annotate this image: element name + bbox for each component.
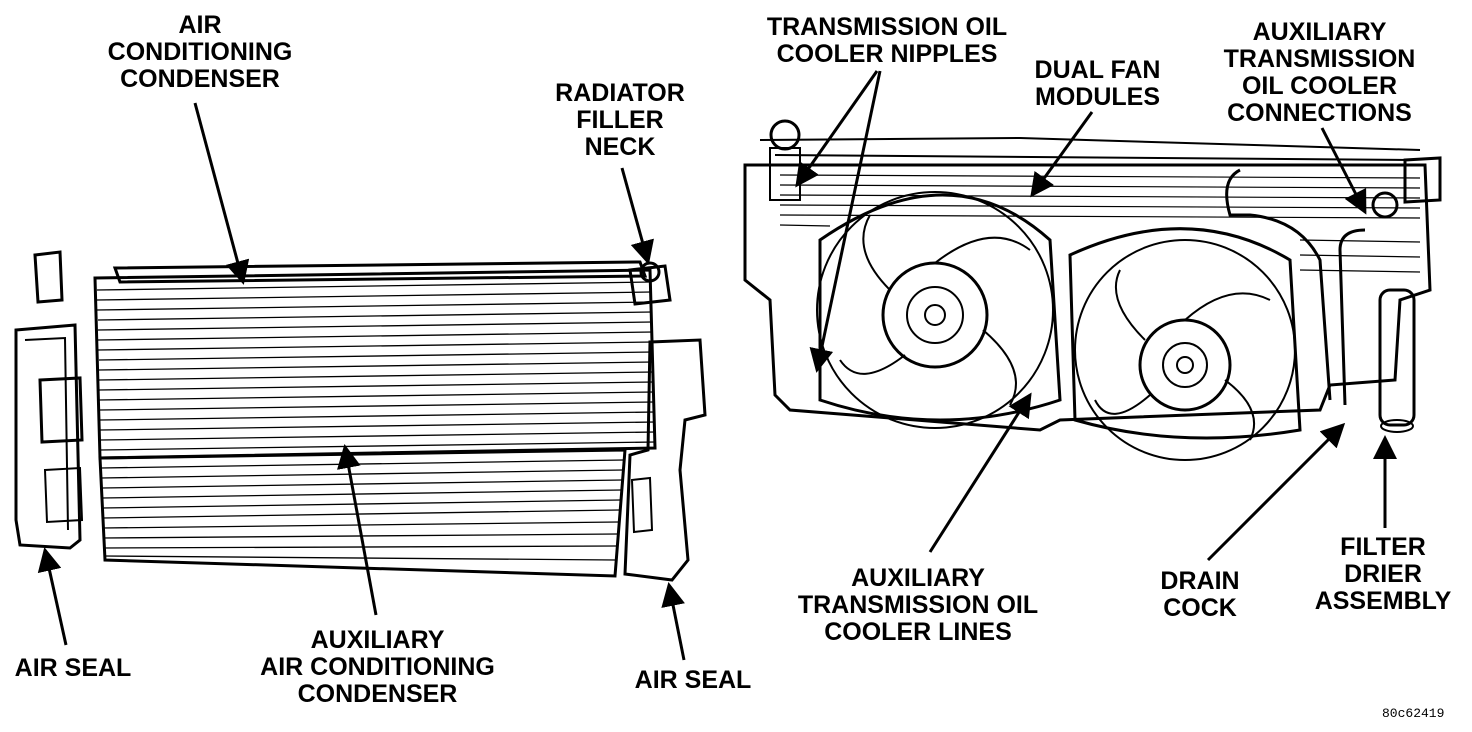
left-air-seal bbox=[14, 323, 82, 550]
condenser-fins bbox=[96, 281, 656, 561]
leader-arrows bbox=[37, 70, 1397, 661]
oil-cooler-lines bbox=[1225, 168, 1332, 401]
right-fan-hub bbox=[1138, 318, 1232, 412]
arrow-dual-fan bbox=[1030, 111, 1094, 198]
radiator-body bbox=[743, 163, 1432, 432]
left-fan-shroud bbox=[818, 193, 1062, 422]
arrow-drain-cock bbox=[1206, 422, 1346, 562]
radiator-cap bbox=[769, 119, 801, 151]
arrow-aux-ac-condenser bbox=[337, 444, 378, 616]
radiator-fan-assembly bbox=[743, 119, 1442, 461]
label-air-seal-right: AIR SEAL bbox=[634, 666, 752, 694]
left-fan-hub bbox=[881, 261, 989, 369]
arrow-oil-cooler-lines bbox=[928, 392, 1032, 553]
right-fan-shroud bbox=[1068, 227, 1302, 440]
right-air-seal bbox=[623, 338, 707, 582]
arrow-filler-neck bbox=[620, 167, 654, 265]
label-filter-drier-assembly: FILTER DRIER ASSEMBLY bbox=[1314, 533, 1452, 615]
label-ac-condenser: AIR CONDITIONING CONDENSER bbox=[107, 11, 293, 93]
label-aux-ac-condenser: AUXILIARY AIR CONDITIONING CONDENSER bbox=[260, 626, 495, 708]
filter-drier bbox=[1378, 288, 1416, 427]
label-aux-trans-oil-cooler-connections: AUXILIARY TRANSMISSION OIL COOLER CONNEC… bbox=[1223, 18, 1416, 127]
arrow-nipple-lower bbox=[809, 70, 882, 373]
label-air-seal-left: AIR SEAL bbox=[14, 654, 132, 682]
label-drain-cock: DRAIN COCK bbox=[1160, 567, 1240, 622]
arrow-air-seal-right bbox=[661, 582, 686, 661]
arrow-ac-condenser bbox=[193, 102, 250, 285]
label-dual-fan-modules: DUAL FAN MODULES bbox=[1034, 56, 1161, 111]
condenser-assembly bbox=[14, 250, 707, 582]
upper-condenser-core bbox=[93, 268, 657, 460]
left-fan-ring bbox=[816, 191, 1054, 429]
label-aux-trans-oil-cooler-lines: AUXILIARY TRANSMISSION OIL COOLER LINES bbox=[797, 564, 1039, 646]
right-fan-ring bbox=[1074, 239, 1296, 461]
lower-condenser-core bbox=[98, 448, 627, 578]
arrow-air-seal-left bbox=[37, 547, 68, 646]
arrow-aux-connections bbox=[1320, 127, 1367, 215]
radiator-fins bbox=[779, 174, 1421, 273]
label-radiator-filler-neck: RADIATOR FILLER NECK bbox=[555, 79, 685, 161]
figure-code: 80c62419 bbox=[1382, 706, 1445, 721]
label-trans-oil-cooler-nipples: TRANSMISSION OIL COOLER NIPPLES bbox=[766, 13, 1008, 68]
arrow-nipple-upper bbox=[795, 70, 879, 188]
